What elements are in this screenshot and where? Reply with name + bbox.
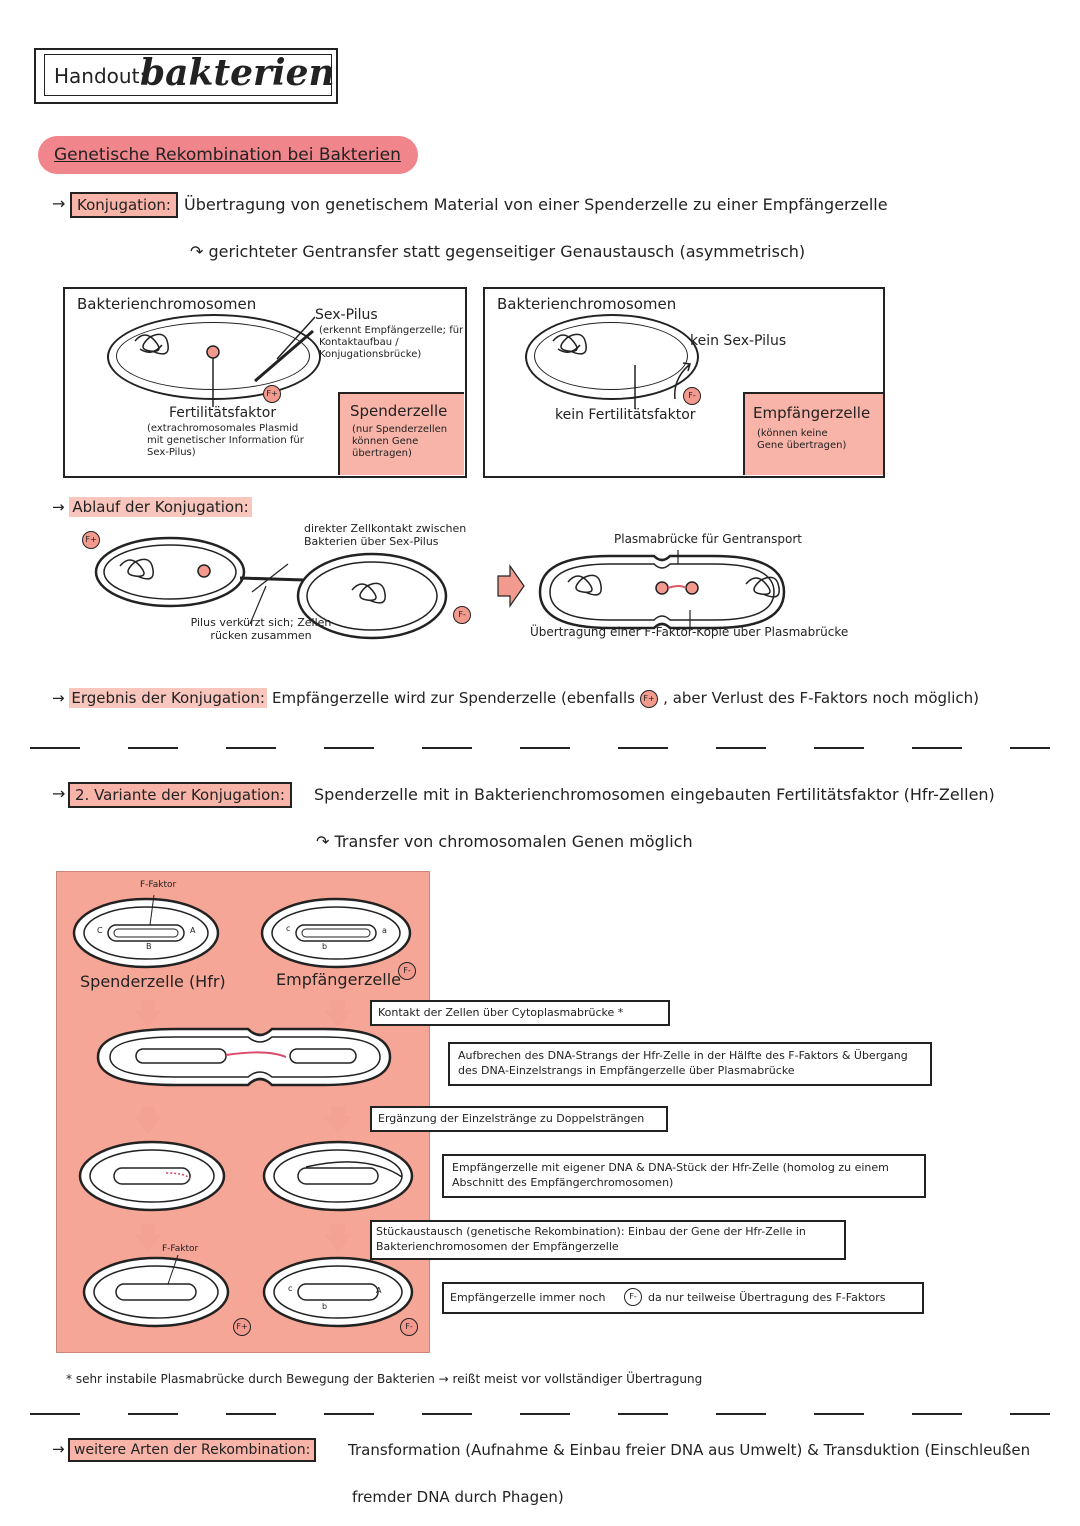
down-arrow <box>324 1000 352 1028</box>
pilus-note: Pilus verkürzt sich; Zellen rücken zusam… <box>190 616 332 642</box>
gene-label: A <box>376 1286 382 1295</box>
factor-desc: (extrachromosomales Plasmid mit genetisc… <box>147 423 304 458</box>
ablauf-heading: → Ablauf der Konjugation: <box>52 497 252 517</box>
step-box: Ergänzung der Einzelstränge zu Doppelstr… <box>370 1106 668 1132</box>
hfr-donor-label: Spenderzelle (Hfr) <box>80 972 226 991</box>
sex-pilus <box>254 329 314 383</box>
divider <box>30 747 1050 749</box>
role-title: Spenderzelle <box>350 402 448 420</box>
konjugation-line: → Konjugation: Übertragung von genetisch… <box>52 192 1062 220</box>
gene-label: b <box>322 1302 328 1311</box>
footnote: * sehr instabile Plasmabrücke durch Bewe… <box>66 1372 703 1386</box>
variant2-label: 2. Variante der Konjugation: <box>68 782 292 808</box>
no-factor-label: kein Fertilitätsfaktor <box>555 407 696 423</box>
contact-note: direkter Zellkontakt zwischen Bakterien … <box>304 522 467 548</box>
gene-label: B <box>146 942 152 951</box>
role-desc: (nur Spenderzellen können Gene übertrage… <box>352 424 448 459</box>
step-box: Kontakt der Zellen über Cytoplasmabrücke… <box>370 1000 670 1026</box>
gene-label: C <box>97 926 103 935</box>
title-box: Handout: bakterien <box>34 48 338 104</box>
f-minus-badge: F- <box>453 606 471 624</box>
step-box: Stückaustausch (genetische Rekombination… <box>370 1220 846 1260</box>
sub-note-2: ↷ Transfer von chromosomalen Genen mögli… <box>316 832 693 851</box>
title-prefix: Handout: <box>54 64 147 88</box>
gene-label: F-Faktor <box>162 1244 199 1254</box>
step-box: Empfängerzelle immer noch F- da nur teil… <box>442 1282 924 1314</box>
donor-drawing <box>134 316 316 407</box>
plasmid-circle <box>206 345 220 359</box>
recipient-drawing <box>552 333 691 409</box>
konjugation-definition: Übertragung von genetischem Material von… <box>184 195 888 214</box>
gene-label: a <box>382 926 387 935</box>
pilus-desc: (erkennt Empfängerzelle; für Kontaktaufb… <box>319 325 464 360</box>
gene-label: c <box>288 1284 293 1293</box>
transfer-note: Übertragung einer F-Faktor-Kopie über Pl… <box>530 625 849 639</box>
gene-label: c <box>286 924 291 933</box>
ergebnis-line: → Ergebnis der Konjugation: Empfängerzel… <box>52 688 979 708</box>
variant2-text: Spenderzelle mit in Bakterienchromosomen… <box>314 785 995 804</box>
role-desc: (können keine Gene übertragen) <box>757 428 847 451</box>
down-arrow <box>134 1000 162 1028</box>
donor-panel: Bakterienchromosomen Sex-Pilus (erkennt … <box>63 287 467 478</box>
recipient-panel: Bakterienchromosomen kein Sex-Pilus F- k… <box>483 287 885 478</box>
ablauf-diagram <box>94 536 786 640</box>
hfr-recipient-label: Empfängerzelle <box>276 970 401 989</box>
weitere-label: weitere Arten der Rekombination: <box>68 1438 317 1462</box>
chromosome-tangle <box>552 333 587 355</box>
role-box: Empfängerzelle (können keine Gene übertr… <box>743 392 883 475</box>
down-arrow <box>324 1106 352 1134</box>
hfr-diagram <box>72 894 414 1328</box>
f-plus-badge: F+ <box>82 531 100 549</box>
divider <box>30 1413 1050 1415</box>
page-title: bakterien <box>140 52 335 94</box>
f-plus-badge: F+ <box>640 689 659 708</box>
role-box: Spenderzelle (nur Spenderzellen können G… <box>338 392 464 475</box>
down-arrow <box>134 1224 162 1252</box>
f-minus-badge: F- <box>398 962 416 980</box>
weitere-text: Transformation (Aufnahme & Einbau freier… <box>348 1441 1031 1459</box>
gene-label: b <box>322 942 328 951</box>
bridge-note: Plasmabrücke für Gentransport <box>614 532 803 546</box>
gene-label: F-Faktor <box>140 880 177 890</box>
down-arrow <box>324 1224 352 1252</box>
ergebnis-label: Ergebnis der Konjugation: <box>69 688 267 708</box>
chromosome-tangle <box>134 333 169 355</box>
pilus-title: Sex-Pilus <box>315 307 378 323</box>
variant2-line: → 2. Variante der Konjugation: Spenderze… <box>52 782 1062 810</box>
section-heading: Genetische Rekombination bei Bakterien <box>38 136 418 174</box>
f-plus-badge: F+ <box>263 385 281 403</box>
f-minus-badge: F- <box>400 1318 418 1336</box>
sub-note-1: ↷ gerichteter Gentransfer statt gegensei… <box>190 242 806 261</box>
recipient-cell <box>525 314 699 400</box>
no-pilus-label: kein Sex-Pilus <box>690 333 787 349</box>
chromosome-label: Bakterienchromosomen <box>77 295 257 313</box>
role-title: Empfängerzelle <box>753 404 871 422</box>
f-minus-badge: F- <box>624 1288 642 1306</box>
chromosome-label: Bakterienchromosomen <box>497 295 677 313</box>
f-minus-badge: F- <box>683 387 701 405</box>
f-plus-badge: F+ <box>233 1318 251 1336</box>
down-arrow <box>134 1106 162 1134</box>
konjugation-label: Konjugation: <box>70 192 178 218</box>
weitere-text-2: fremder DNA durch Phagen) <box>352 1488 564 1506</box>
factor-title: Fertilitätsfaktor <box>169 405 277 421</box>
gene-label: A <box>190 926 196 935</box>
step-box: Empfängerzelle mit eigener DNA & DNA-Stü… <box>442 1154 926 1198</box>
weitere-line: → weitere Arten der Rekombination: Trans… <box>52 1438 1062 1466</box>
step-box: Aufbrechen des DNA-Strangs der Hfr-Zelle… <box>448 1042 932 1086</box>
